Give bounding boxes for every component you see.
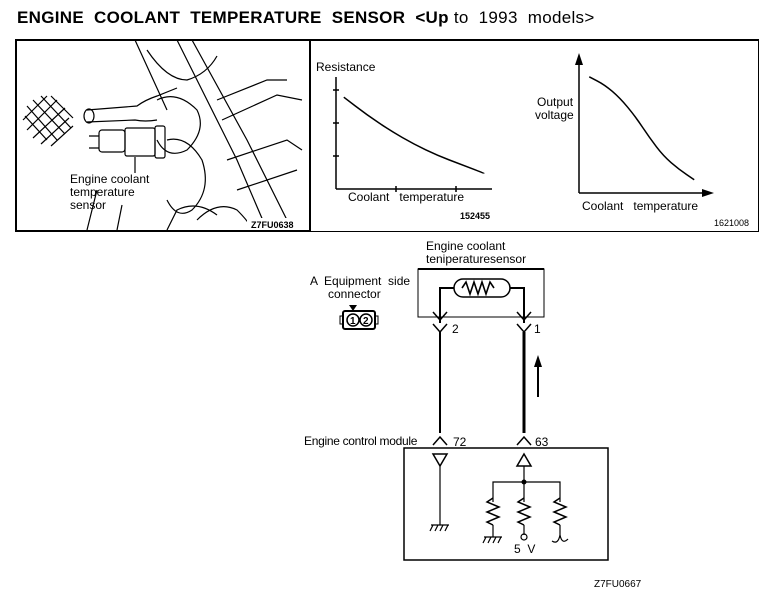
signal-output-icon: [551, 525, 569, 543]
ground-icon: [429, 524, 449, 532]
signal-resistor-icon: [552, 497, 568, 526]
sensor-pin-2-label: 2: [452, 322, 459, 336]
resistance-y-label: Resistance: [316, 60, 376, 74]
voltage-x-label: Coolant temperature: [582, 199, 698, 213]
input-buffer-icon: [431, 453, 449, 468]
photo-figure-code: Z7FU0638: [251, 220, 294, 230]
ecm-pin-72-label: 72: [453, 435, 467, 449]
connector-label-line-2: connector: [328, 287, 381, 301]
sensor-location-illustration: Engine coolant temperature sensor Z7FU06…: [22, 40, 309, 230]
figure-frame: [15, 39, 759, 232]
ground-icon: [482, 525, 502, 544]
wiring-diagram: Engine coolant teniperaturesensor 2 1 A …: [304, 239, 642, 590]
photo-label-line-3: sensor: [70, 198, 106, 212]
wiring-figure-code: Z7FU0667: [594, 579, 642, 590]
ecm-pin-63-connector-icon: [516, 435, 532, 446]
sensor-label-line-2: teniperaturesensor: [426, 252, 526, 266]
sensor-label-line-1: Engine coolant: [426, 239, 506, 253]
ecm-pin-63-label: 63: [535, 435, 549, 449]
sensor-box: [417, 268, 545, 318]
connector-pin-2: 2: [363, 316, 369, 327]
signal-direction-arrow-icon: [534, 355, 542, 367]
connector-pin-1: 1: [350, 316, 356, 327]
photo-frame: [15, 39, 311, 232]
y-axis-arrow-icon: [575, 53, 583, 65]
photo-callout-label: Engine coolant temperature sensor: [70, 172, 150, 212]
voltage-figure-code: 1621008: [714, 218, 749, 228]
voltage-y-label-line: Output: [537, 95, 574, 109]
pulldown-resistor-icon: [485, 497, 501, 526]
sensor-pin-1-label: 1: [534, 322, 541, 336]
ecm-label: Engine control module: [304, 434, 418, 448]
x-axis-arrow-icon: [702, 189, 714, 197]
resistance-figure-code: 152455: [460, 211, 490, 221]
charts-bottom-rule: [311, 231, 759, 232]
resistance-x-label: Coolant temperature: [348, 190, 464, 204]
crosshatch-icon: [22, 95, 74, 147]
voltage-y-label-line: voltage: [535, 108, 574, 122]
supply-terminal-icon: [520, 533, 528, 541]
ecm-pin-72-connector-icon: [432, 435, 448, 446]
photo-label-line-2: temperature: [70, 185, 135, 199]
resistance-curve: [343, 96, 485, 175]
page-title: ENGINE COOLANT TEMPERATURE SENSOR <Up to…: [17, 8, 595, 27]
ecm-box: [403, 447, 609, 561]
connector-label-line-1: A Equipment side: [310, 274, 410, 288]
equipment-connector-icon: 1 2: [339, 305, 379, 330]
supply-voltage-label: 5 V: [514, 542, 535, 556]
resistance-chart: Resistance Coolant temperature 152455: [316, 60, 492, 221]
photo-label-line-1: Engine coolant: [70, 172, 150, 186]
output-buffer-icon: [515, 452, 533, 467]
voltage-curve: [588, 76, 695, 181]
pullup-resistor-icon: [516, 497, 532, 526]
